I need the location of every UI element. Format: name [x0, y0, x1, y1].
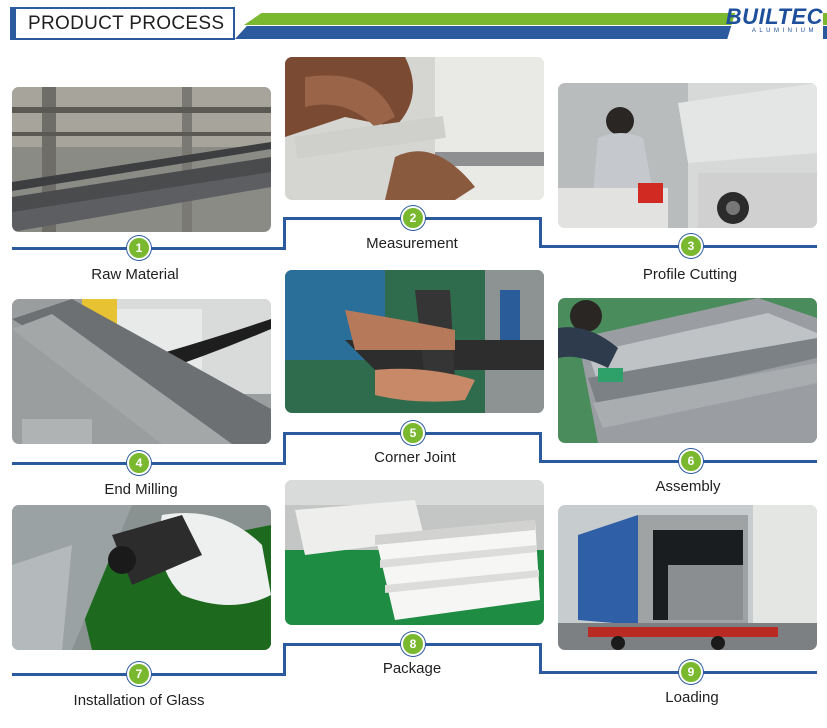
page-title: PRODUCT PROCESS: [28, 12, 225, 34]
step-label-9: Loading: [665, 689, 719, 706]
step-label-1: Raw Material: [91, 266, 179, 283]
step-label-8: Package: [382, 660, 442, 677]
connector-riser-7: [283, 645, 286, 676]
step-label-7: Installation of Glass: [73, 692, 205, 709]
step-badge-4: 4: [127, 451, 151, 475]
connector-line-3: [539, 245, 817, 248]
step-label-3: Profile Cutting: [642, 266, 738, 283]
step-badge-8: 8: [401, 632, 425, 656]
step-badge-3: 3: [679, 234, 703, 258]
photo-profile-cutting: [558, 83, 817, 228]
step-badge-1: 1: [127, 236, 151, 260]
connector-riser-1: [283, 219, 286, 250]
photo-loading: [558, 505, 817, 650]
step-badge-9: 9: [679, 660, 703, 684]
photo-installation-of-glass: [12, 505, 271, 650]
step-badge-5: 5: [401, 421, 425, 445]
header-green-stripe: [244, 13, 827, 25]
logo-backdrop: [727, 2, 823, 40]
connector-drop-5: [539, 432, 542, 463]
logo-wordmark: BUILTEC: [725, 4, 823, 29]
photo-raw-material: [12, 87, 271, 232]
header-blue-stripe: [235, 26, 827, 39]
step-label-2: Measurement: [366, 235, 458, 252]
connector-drop-8: [539, 643, 542, 674]
photo-end-milling: [12, 299, 271, 444]
step-label-5: Corner Joint: [374, 449, 456, 466]
step-label-4: End Milling: [104, 481, 178, 498]
header-title-box: PRODUCT PROCESS: [10, 7, 235, 40]
step-badge-6: 6: [679, 449, 703, 473]
step-label-6: Assembly: [655, 478, 721, 495]
photo-corner-joint: [285, 270, 544, 413]
connector-drop-2: [539, 217, 542, 248]
connector-riser-4: [283, 434, 286, 465]
header-title-accent: [10, 7, 16, 40]
photo-assembly: [558, 298, 817, 443]
connector-line-6: [539, 460, 817, 463]
connector-line-9: [539, 671, 817, 674]
logo-subtitle: ALUMINIUM: [751, 28, 817, 34]
photo-measurement: [285, 57, 544, 200]
step-badge-2: 2: [401, 206, 425, 230]
photo-package: [285, 480, 544, 625]
step-badge-7: 7: [127, 662, 151, 686]
